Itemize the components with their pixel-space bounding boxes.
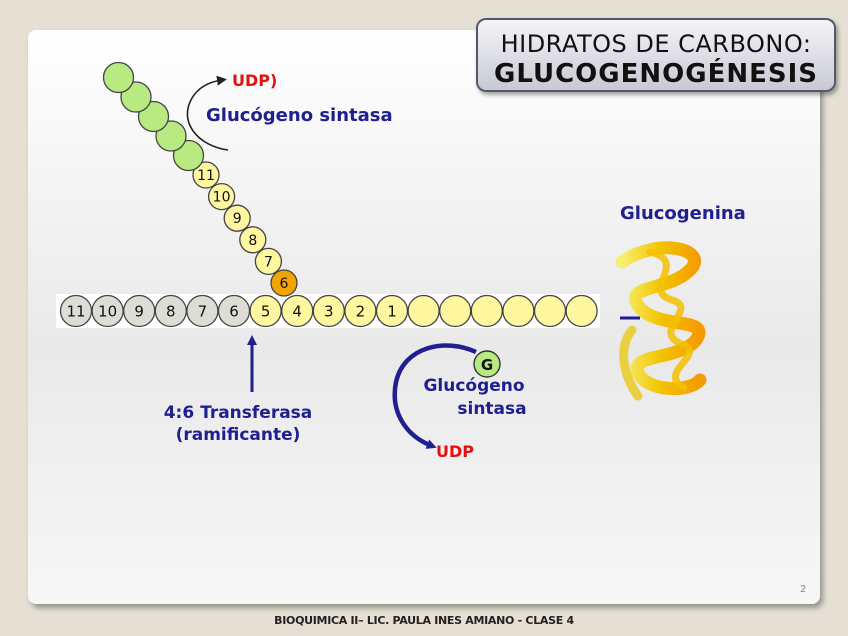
main-chain-unit-yellow bbox=[439, 294, 472, 328]
g-unit-label: G bbox=[481, 356, 493, 374]
branch-unit-yellow-label: 9 bbox=[233, 211, 242, 227]
branch-unit-green bbox=[102, 61, 135, 94]
synthase-bottom-arrow bbox=[392, 343, 477, 449]
main-chain-unit-yellow bbox=[470, 294, 503, 328]
main-chain-unit-gray-label: 7 bbox=[198, 302, 208, 320]
branch-unit-yellow bbox=[223, 204, 251, 232]
page-number: 2 bbox=[800, 584, 807, 595]
transferasa-label-line2: (ramificante) bbox=[176, 425, 301, 445]
branch-unit-yellow bbox=[254, 247, 283, 276]
main-chain-unit-yellow-label: 1 bbox=[387, 302, 397, 320]
branch-point-unit bbox=[270, 269, 298, 297]
title-line1: HIDRATOS DE CARBONO: bbox=[500, 30, 812, 58]
branch-unit-yellow-label: 10 bbox=[213, 190, 231, 206]
glucogenina-label: Glucogenina bbox=[620, 203, 746, 224]
footer: BIOQUIMICA II– LIC. PAULA INES AMIANO - … bbox=[274, 614, 574, 627]
branch-point-unit-label: 6 bbox=[280, 276, 289, 292]
main-chain-unit-yellow-label: 5 bbox=[261, 302, 271, 320]
main-chain-unit-yellow bbox=[565, 294, 598, 328]
udp-bottom-label: UDP bbox=[436, 442, 474, 461]
udp-top-label: UDP) bbox=[232, 71, 277, 90]
main-chain-unit-gray-label: 10 bbox=[98, 302, 117, 320]
main-chain-unit-yellow-label: 4 bbox=[292, 302, 302, 320]
branch-unit-yellow bbox=[192, 161, 220, 189]
title-box: HIDRATOS DE CARBONO: GLUCOGENOGÉNESIS bbox=[476, 18, 836, 92]
main-chain-unit-yellow-label: 2 bbox=[356, 302, 366, 320]
main-chain-unit-gray-label: 6 bbox=[229, 302, 239, 320]
synthase-top-arrow bbox=[186, 75, 229, 151]
main-chain-unit-yellow bbox=[502, 294, 535, 328]
main-chain-unit-gray-label: 11 bbox=[66, 302, 85, 320]
g-unit bbox=[473, 350, 501, 378]
transferasa-label-line1: 4:6 Transferasa bbox=[164, 403, 313, 423]
main-chain-unit-yellow bbox=[533, 294, 567, 328]
main-chain-unit-yellow bbox=[407, 294, 440, 328]
branch-unit-yellow-label: 11 bbox=[197, 168, 215, 184]
glucogenina-protein-icon bbox=[615, 241, 707, 401]
main-chain-unit-gray-label: 8 bbox=[166, 302, 176, 320]
sintasa-bottom-label: sintasa bbox=[457, 399, 526, 419]
branch-unit-yellow-label: 7 bbox=[264, 254, 273, 270]
glucogeno-sintasa-top-label: Glucógeno sintasa bbox=[206, 105, 393, 126]
branch-unit-yellow bbox=[207, 182, 236, 211]
glucogeno-bottom-label: Glucógeno bbox=[423, 376, 524, 396]
title-line2: GLUCOGENOGÉNESIS bbox=[494, 59, 818, 89]
branch-unit-yellow-label: 8 bbox=[248, 233, 257, 249]
main-chain-unit-gray-label: 9 bbox=[134, 302, 144, 320]
main-chain-unit-yellow-label: 3 bbox=[324, 302, 334, 320]
branch-unit-yellow bbox=[239, 226, 267, 254]
